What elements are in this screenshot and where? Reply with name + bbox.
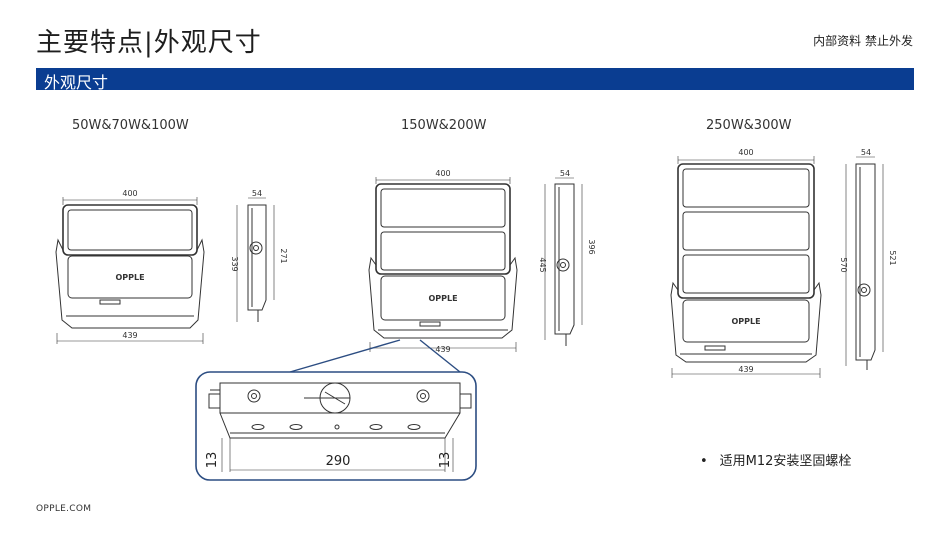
detail-center-dim: 290: [326, 454, 351, 469]
small-outer-width-dim: 439: [122, 331, 137, 340]
large-inner-height-dim: 521: [888, 250, 897, 265]
medium-outer-width-dim: 439: [435, 345, 450, 354]
small-side-view: 54 339 271: [230, 189, 288, 322]
model-label-medium: 150W&200W: [401, 118, 487, 133]
bracket-detail-callout: 290 13 13: [195, 339, 477, 481]
page-title: 主要特点|外观尺寸: [36, 28, 262, 58]
small-height-dim: 339: [230, 256, 239, 271]
large-width-dim: 400: [738, 148, 753, 157]
model-label-large: 250W&300W: [706, 118, 792, 133]
large-height-dim: 570: [839, 257, 848, 272]
large-brand-logo: OPPLE: [731, 317, 760, 326]
large-depth-dim: 54: [861, 148, 871, 157]
large-front-view: 400 OPPLE 439: [670, 148, 822, 378]
large-outer-width-dim: 439: [738, 365, 753, 374]
small-depth-dim: 54: [252, 189, 262, 198]
section-title: 外观尺寸: [44, 73, 109, 92]
small-inner-height-dim: 271: [279, 248, 288, 263]
installation-note: • 适用M12安装坚固螺栓: [700, 450, 851, 469]
small-width-dim: 400: [122, 189, 137, 198]
large-side-view: 54 570 521: [839, 148, 897, 370]
medium-front-view: 400 OPPLE 439: [368, 169, 518, 354]
installation-note-text: 适用M12安装坚固螺栓: [719, 454, 852, 469]
model-label-small: 50W&70W&100W: [72, 118, 189, 133]
medium-width-dim: 400: [435, 169, 450, 178]
section-banner: 外观尺寸: [36, 68, 914, 92]
medium-height-dim: 445: [538, 257, 547, 272]
detail-right-dim: 13: [438, 452, 453, 469]
detail-left-dim: 13: [205, 452, 220, 469]
medium-depth-dim: 54: [560, 169, 570, 178]
footer-website: OPPLE.COM: [36, 504, 92, 514]
medium-side-view: 54 445 396: [538, 169, 596, 346]
bullet-icon: •: [700, 454, 708, 469]
medium-inner-height-dim: 396: [587, 239, 596, 254]
medium-brand-logo: OPPLE: [428, 294, 457, 303]
small-front-view: 400 OPPLE 439: [55, 189, 205, 344]
confidential-notice: 内部资料 禁止外发: [813, 34, 913, 48]
small-brand-logo: OPPLE: [115, 273, 144, 282]
